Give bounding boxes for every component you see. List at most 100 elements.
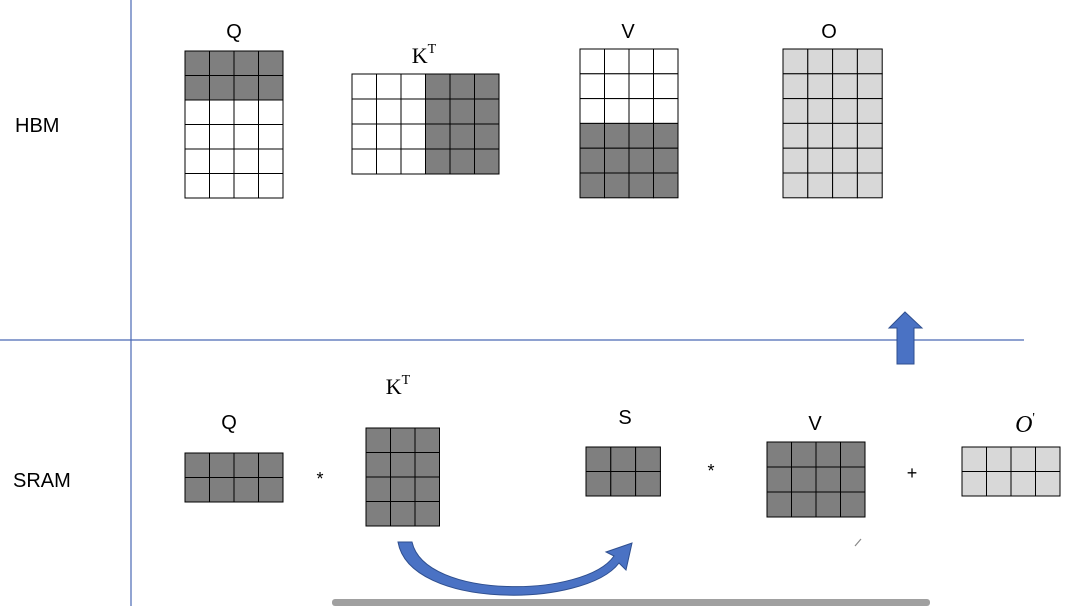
hbm-o-matrix-cell [807, 147, 834, 174]
sram-v-matrix-cell [840, 491, 866, 518]
sram-o-prime-label-sup: ' [1032, 411, 1035, 426]
hbm-kt-matrix-cell [376, 73, 402, 100]
hbm-kt-matrix-cell [474, 98, 500, 125]
hbm-o-matrix-cell [782, 98, 809, 124]
hbm-v-matrix-cell [628, 98, 654, 124]
hbm-o-matrix-cell [856, 147, 883, 174]
hbm-v-matrix-cell [604, 48, 630, 75]
sram-kt-matrix-cell [390, 427, 416, 453]
hbm-kt-matrix [351, 73, 500, 175]
hbm-q-matrix-cell [258, 148, 284, 174]
hbm-v-matrix-cell [628, 172, 654, 199]
sram-o-prime-label: O' [1015, 411, 1035, 438]
hbm-q-matrix-cell [184, 99, 210, 125]
hbm-o-matrix-cell [832, 98, 858, 124]
hbm-kt-matrix-cell [425, 148, 451, 175]
hbm-v-matrix-cell [579, 48, 605, 75]
hbm-q-matrix [184, 50, 284, 199]
sram-v-matrix-cell [766, 441, 792, 468]
sram-kt-matrix [365, 427, 440, 527]
hbm-q-matrix-cell [258, 75, 284, 101]
hbm-o-matrix-cell [856, 48, 883, 75]
hbm-kt-matrix-cell [449, 148, 475, 175]
sram-q-matrix-cell [233, 477, 259, 503]
sram-kt-matrix-cell [414, 501, 440, 527]
hbm-kt-matrix-cell [400, 123, 426, 150]
hbm-row-label: HBM [15, 115, 59, 137]
hbm-o-matrix-cell [807, 122, 834, 149]
sram-multiply-op-2: * [707, 461, 714, 481]
hbm-q-matrix-cell [258, 50, 284, 76]
sram-q-matrix-cell [184, 452, 210, 478]
sram-o-prime-matrix-cell [986, 446, 1012, 472]
sram-v-matrix-cell [840, 466, 866, 493]
hbm-v-matrix-cell [628, 48, 654, 75]
sram-o-prime-matrix-cell [1010, 471, 1036, 497]
hbm-o-matrix-cell [832, 172, 858, 199]
hbm-o-matrix-cell [807, 98, 834, 124]
hbm-kt-matrix-cell [474, 123, 500, 150]
hbm-q-matrix-cell [209, 99, 235, 125]
hbm-kt-matrix-cell [449, 73, 475, 100]
sram-v-label: V [808, 413, 822, 435]
hbm-kt-matrix-cell [351, 73, 377, 100]
hbm-q-matrix-cell [233, 50, 259, 76]
sram-q-matrix [184, 452, 284, 503]
hbm-kt-matrix-cell [449, 98, 475, 125]
horizontal-scrollbar[interactable] [332, 599, 930, 606]
hbm-v-matrix-cell [653, 147, 679, 174]
sram-v-matrix-cell [815, 466, 841, 493]
hbm-q-label: Q [226, 21, 242, 43]
hbm-v-matrix-cell [653, 73, 679, 100]
sram-s-matrix-cell [635, 471, 661, 497]
sram-v-matrix-cell [815, 491, 841, 518]
hbm-v-matrix-cell [628, 73, 654, 100]
sram-q-matrix-cell [209, 477, 235, 503]
sram-v-matrix-cell [791, 466, 817, 493]
sram-o-prime-matrix [961, 446, 1061, 497]
hbm-o-matrix-cell [782, 172, 809, 199]
hbm-kt-matrix-cell [425, 73, 451, 100]
hbm-q-matrix-cell [184, 75, 210, 101]
sram-s-label: S [618, 407, 631, 429]
hbm-o-matrix-cell [856, 73, 883, 100]
sram-kt-label-base: K [386, 374, 402, 399]
hbm-kt-matrix-cell [400, 148, 426, 175]
hbm-q-matrix-cell [258, 124, 284, 150]
sram-s-matrix-cell [585, 471, 612, 497]
hbm-v-matrix-cell [628, 147, 654, 174]
sram-kt-matrix-cell [414, 452, 440, 478]
hbm-o-matrix-cell [782, 147, 809, 174]
hbm-q-matrix-cell [184, 173, 210, 199]
hbm-v-matrix-cell [579, 172, 605, 199]
hbm-v-label: V [621, 21, 635, 43]
hbm-kt-matrix-cell [474, 73, 500, 100]
hbm-o-matrix-cell [856, 172, 883, 199]
hbm-kt-matrix-cell [425, 98, 451, 125]
sram-o-prime-matrix-cell [961, 446, 987, 472]
sram-o-prime-label-base: O [1015, 412, 1032, 438]
sram-q-matrix-cell [258, 452, 284, 478]
hbm-kt-matrix-cell [351, 123, 377, 150]
hbm-v-matrix-cell [604, 172, 630, 199]
sram-q-matrix-cell [209, 452, 235, 478]
hbm-v-matrix-cell [579, 73, 605, 100]
sram-kt-matrix-cell [414, 476, 440, 502]
sram-v-matrix-cell [840, 441, 866, 468]
hbm-q-matrix-cell [184, 148, 210, 174]
hbm-q-matrix-cell [184, 124, 210, 150]
sram-kt-matrix-cell [390, 476, 416, 502]
hbm-v-matrix-cell [579, 122, 605, 149]
hbm-o-matrix-cell [832, 122, 858, 149]
sram-s-matrix-cell [585, 446, 612, 472]
hbm-o-matrix-cell [807, 48, 834, 75]
hbm-o-matrix-cell [832, 73, 858, 100]
hbm-v-matrix-cell [579, 98, 605, 124]
hbm-q-matrix-cell [209, 173, 235, 199]
sram-o-prime-matrix-cell [986, 471, 1012, 497]
hbm-o-matrix-cell [807, 172, 834, 199]
sram-kt-matrix-cell [414, 427, 440, 453]
hbm-o-label: O [821, 21, 837, 43]
hbm-kt-matrix-cell [351, 98, 377, 125]
